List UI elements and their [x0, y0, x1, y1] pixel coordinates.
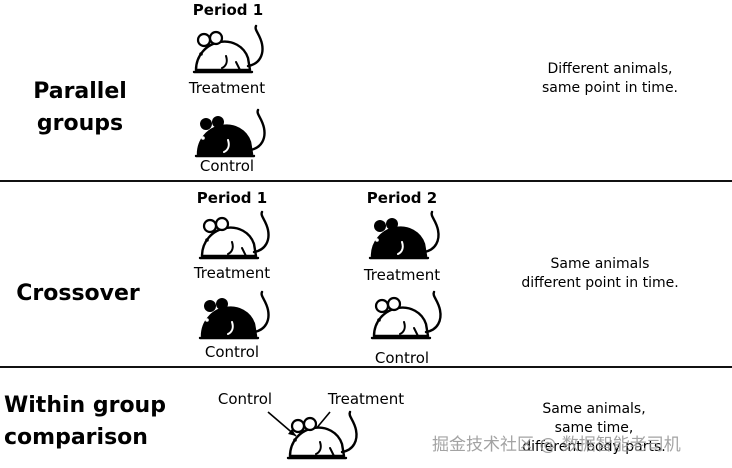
description-line: same point in time.: [541, 80, 679, 96]
watermark: 掘金技术社区 @ 数据智能老司机: [432, 435, 681, 455]
treatment-mouse-icon: [368, 210, 440, 260]
design-description: Same animals, same time, different body …: [494, 400, 694, 457]
description-line: different body parts.: [522, 439, 666, 455]
period-heading: Period 1: [192, 1, 264, 19]
design-line: Within group: [4, 393, 166, 418]
description-line: Same animals: [550, 256, 650, 272]
row-divider: [0, 366, 732, 368]
control-label: Control: [374, 349, 430, 367]
treatment-mouse-icon: [192, 24, 264, 74]
control-mouse-icon: [370, 290, 442, 340]
control-mouse-icon: [198, 290, 270, 340]
description-line: same time,: [554, 420, 634, 436]
description-line: Same animals,: [542, 401, 646, 417]
treatment-label: Treatment: [193, 264, 271, 282]
treatment-label: Treatment: [363, 266, 441, 284]
design-description: Same animals different point in time.: [500, 255, 700, 293]
control-label: Control: [217, 390, 273, 408]
design-line: comparison: [4, 425, 148, 450]
design-name-within-group: Within group comparison: [4, 390, 166, 454]
within-group-mouse-icon: [286, 410, 358, 460]
design-name-crossover: Crossover: [10, 278, 146, 310]
design-line: Crossover: [16, 281, 140, 306]
design-line: Parallel: [33, 79, 127, 104]
description-line: different point in time.: [521, 275, 679, 291]
period-heading: Period 2: [366, 189, 438, 207]
row-divider: [0, 180, 732, 182]
control-mouse-icon: [194, 108, 266, 158]
treatment-label: Treatment: [188, 79, 266, 97]
design-description: Different animals, same point in time.: [510, 60, 710, 98]
period-heading: Period 1: [196, 189, 268, 207]
control-label: Control: [204, 343, 260, 361]
control-label: Control: [199, 157, 255, 175]
treatment-label: Treatment: [327, 390, 405, 408]
description-line: Different animals,: [547, 61, 673, 77]
design-name-parallel: Parallel groups: [22, 76, 138, 140]
treatment-mouse-icon: [198, 210, 270, 260]
design-line: groups: [36, 111, 124, 136]
